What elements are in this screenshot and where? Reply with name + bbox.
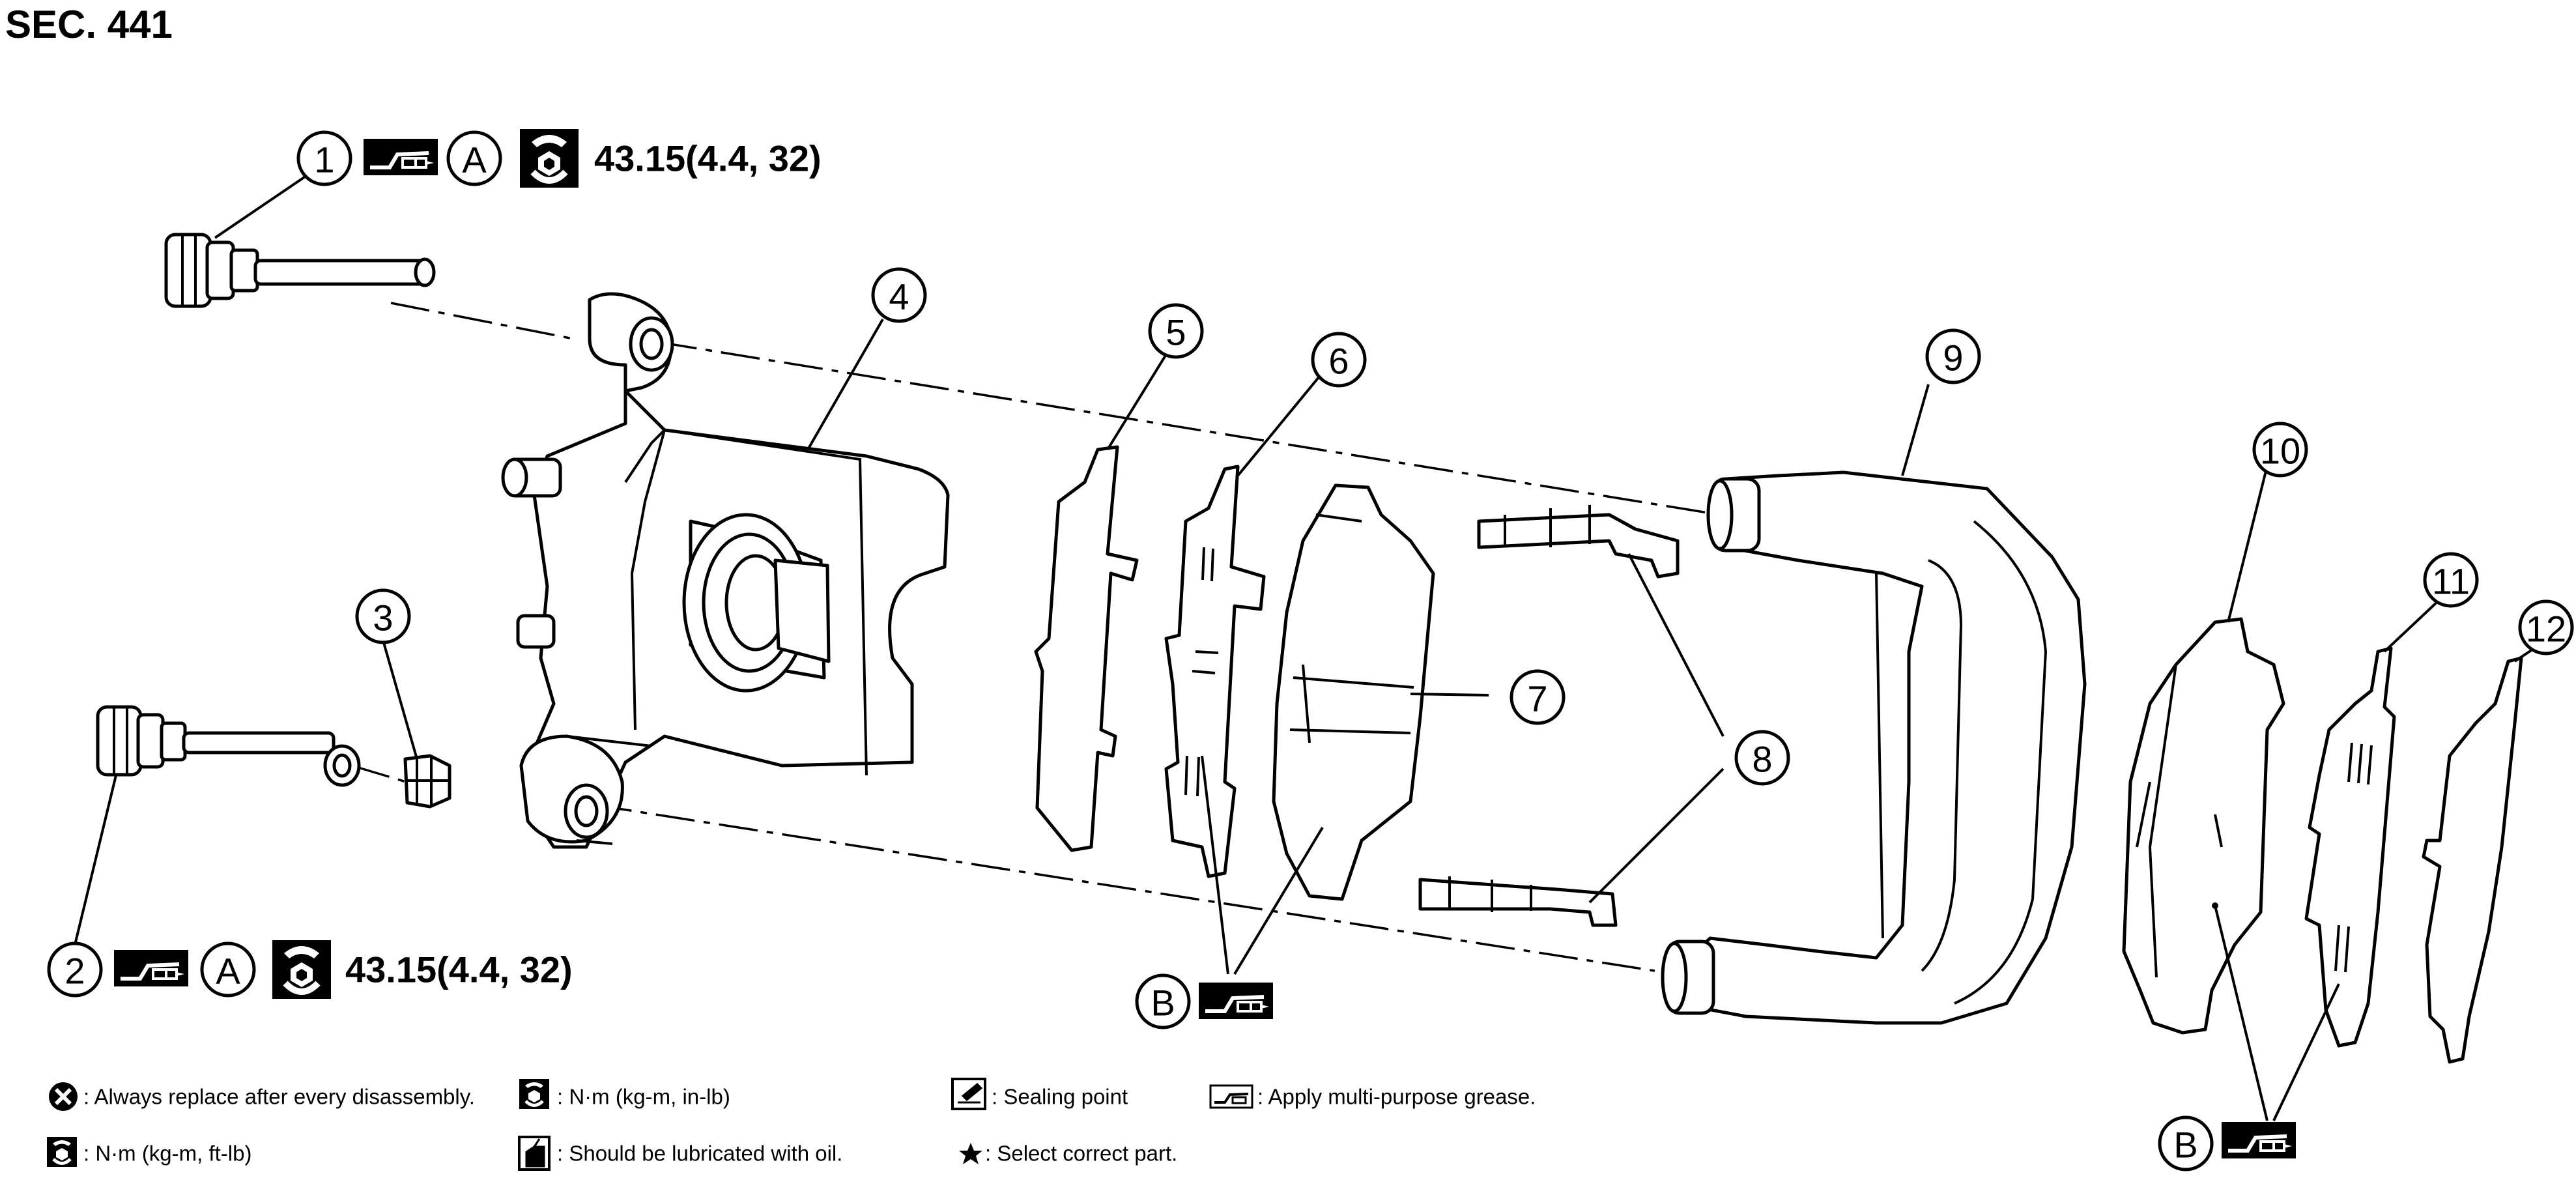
torque-member-bracket — [1661, 470, 2087, 1025]
svg-text:4: 4 — [889, 276, 909, 317]
oil-can-icon — [518, 1136, 551, 1171]
svg-text:: N·m (kg-m, in-lb): : N·m (kg-m, in-lb) — [557, 1085, 730, 1109]
callout-10: 10 — [2252, 422, 2308, 478]
outer-shim-cover — [2422, 656, 2523, 1064]
grease-icon — [1209, 1084, 1253, 1109]
svg-text:: Apply multi-purpose grease.: : Apply multi-purpose grease. — [1257, 1085, 1536, 1109]
grease-marker-b-outer: B — [2158, 1115, 2296, 1171]
leader-lines — [74, 175, 2536, 1121]
torque-wrench-icon — [520, 129, 579, 188]
upper-pin-bolt — [164, 233, 436, 308]
star-icon — [959, 1143, 982, 1164]
callout-7: 7 — [1510, 669, 1566, 725]
lower-pin-bolt — [96, 705, 361, 787]
svg-text:: N·m (kg-m, ft-lb): : N·m (kg-m, ft-lb) — [83, 1142, 251, 1166]
caliper-body — [501, 292, 950, 849]
svg-text:B: B — [2173, 1125, 2197, 1166]
callout-3: 3 — [355, 588, 411, 644]
lower-pad-retainer — [1418, 876, 1618, 927]
callout-1: 1 — [296, 130, 352, 186]
torque-wrench-icon — [47, 1137, 77, 1167]
assembly-axis-lines — [351, 302, 1721, 972]
svg-text:1: 1 — [314, 139, 334, 180]
svg-text:A: A — [216, 951, 240, 992]
svg-text:11: 11 — [2432, 561, 2470, 602]
svg-text:8: 8 — [1752, 739, 1772, 780]
svg-text:7: 7 — [1527, 678, 1547, 719]
callout-8: 8 — [1734, 730, 1790, 786]
callout-6: 6 — [1311, 332, 1367, 388]
svg-text:B: B — [1151, 983, 1175, 1024]
legend: : Always replace after every disassembly… — [47, 1078, 1536, 1171]
torque-wrench-icon — [519, 1079, 549, 1109]
grease-marker-b-inner: B — [1135, 973, 1273, 1029]
torque-value-1: 43.15(4.4, 32) — [594, 138, 822, 179]
svg-text:9: 9 — [1943, 338, 1963, 379]
svg-text:: Sealing point: : Sealing point — [992, 1085, 1128, 1109]
bolt-2-spec: A 43.15(4.4, 32) — [114, 940, 573, 999]
svg-text:5: 5 — [1166, 312, 1186, 353]
svg-text:: Always replace after every d: : Always replace after every disassembly… — [83, 1085, 475, 1109]
svg-text:2: 2 — [64, 951, 85, 992]
grease-icon — [2222, 1122, 2296, 1158]
callout-5: 5 — [1148, 303, 1204, 359]
grease-icon — [114, 950, 188, 986]
torque-value-2: 43.15(4.4, 32) — [345, 949, 573, 990]
svg-text:3: 3 — [373, 597, 393, 639]
outer-brake-pad — [2122, 617, 2285, 1035]
callout-2: 2 — [47, 941, 103, 998]
bolt-1-spec: A 43.15(4.4, 32) — [364, 129, 822, 188]
outer-shim — [1034, 445, 1139, 852]
section-title: SEC. 441 — [5, 3, 173, 46]
pin-boot — [403, 754, 451, 809]
upper-pad-retainer — [1477, 505, 1680, 579]
svg-text:10: 10 — [2260, 431, 2300, 472]
svg-text:A: A — [462, 139, 487, 180]
svg-text:: Should be lubricated with oi: : Should be lubricated with oil. — [557, 1142, 842, 1166]
inner-brake-pad — [1272, 483, 1435, 901]
svg-text:6: 6 — [1328, 341, 1349, 382]
grease-icon — [1199, 983, 1273, 1019]
torque-wrench-icon — [272, 940, 331, 999]
callout-4: 4 — [871, 267, 927, 323]
outer-pad-shim — [2304, 646, 2396, 1048]
svg-text:12: 12 — [2526, 609, 2566, 650]
symbol-a-circle — [200, 941, 256, 998]
callout-11: 11 — [2423, 552, 2479, 608]
callout-9: 9 — [1925, 328, 1981, 384]
replace-icon — [49, 1082, 78, 1111]
svg-text:: Select correct part.: : Select correct part. — [985, 1142, 1177, 1166]
callout-12: 12 — [2518, 599, 2574, 655]
inner-shim — [1164, 465, 1266, 878]
symbol-a-circle — [446, 130, 502, 186]
sealing-point-icon — [951, 1078, 986, 1110]
grease-icon — [364, 139, 438, 175]
